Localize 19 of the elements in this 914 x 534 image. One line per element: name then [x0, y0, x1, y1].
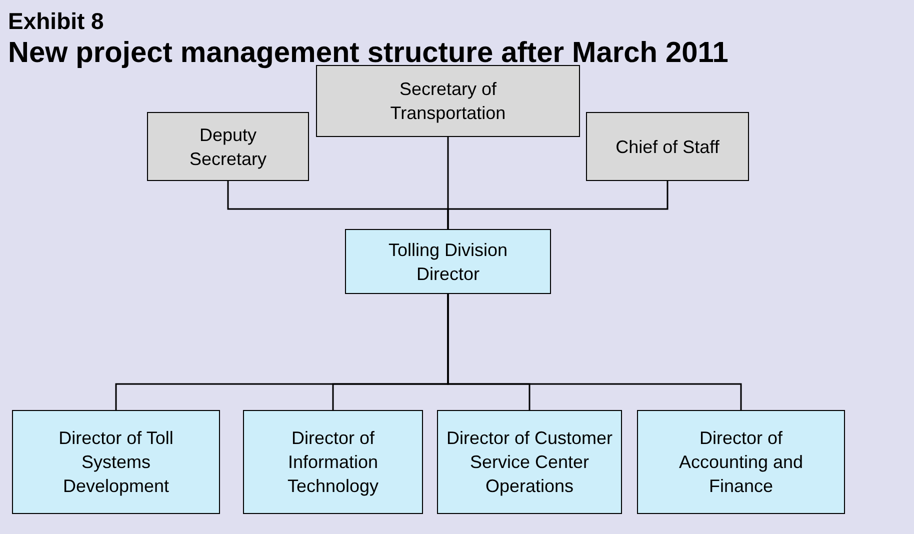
org-box	[12, 410, 220, 514]
role-title: Director of Toll Systems Development	[58, 427, 174, 498]
org-box	[243, 410, 423, 514]
org-box	[147, 112, 309, 181]
org-box	[345, 229, 551, 294]
role-title: Chief of Staff	[614, 136, 720, 158]
role-title: Director of Customer Service Center Operations	[445, 427, 614, 498]
exhibit-label: Exhibit 8	[8, 7, 104, 36]
connector-line	[447, 294, 742, 410]
org-box	[586, 112, 749, 181]
org-box	[437, 410, 622, 514]
org-box	[637, 410, 845, 514]
role-title: Deputy Secretary	[188, 124, 268, 170]
role-title: Director of Accounting and Finance	[678, 427, 804, 498]
connector-line	[447, 181, 668, 229]
role-title: Tolling Division Director	[387, 238, 509, 286]
role-title: Secretary of Transportation	[389, 78, 507, 125]
title: New project management structure after March 2011	[8, 36, 728, 71]
role-title: Director of Information Technology	[286, 427, 380, 498]
